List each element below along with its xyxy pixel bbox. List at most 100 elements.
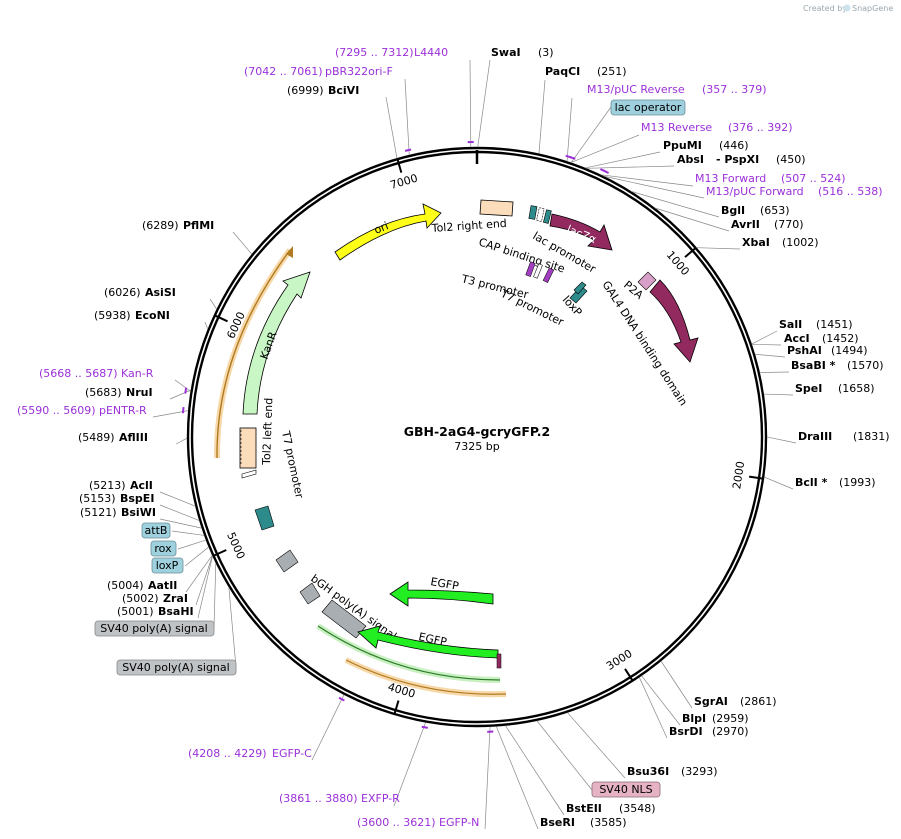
leader-line (209, 298, 217, 310)
enz-spei-loc: (1658) (838, 382, 875, 395)
enz-afliii-loc: (5489) (78, 431, 115, 444)
enz-acci-loc: (1452) (822, 332, 859, 345)
primer-exfp-r-loc: (3861 .. 3880) (279, 792, 358, 805)
leader-line (638, 677, 668, 739)
leader-line (567, 712, 626, 779)
attb-feature (254, 505, 275, 531)
primer-site-mark (338, 696, 345, 702)
leader-line (159, 504, 200, 521)
enz-bcivi-loc: (6999) (287, 84, 324, 97)
tick-2000 (748, 475, 764, 480)
enz-sali-loc: (1451) (816, 318, 853, 331)
primer-m13puc-fwd-name: M13/pUC Forward (706, 185, 804, 198)
enz-bsrdi-loc: (2970) (712, 725, 749, 738)
annotation-labels: (7295 .. 7312) L4440 (7042 .. 7061) pBR3… (17, 46, 890, 829)
leader-line (696, 247, 741, 250)
enz-econi-name: EcoNI (135, 309, 170, 322)
leader-line (195, 555, 213, 606)
leader-line (311, 694, 345, 761)
enz-acci-name: AccI (784, 332, 810, 345)
primer-m13puc-fwd-loc: (516 .. 538) (818, 185, 883, 198)
primer-m13-rev-name: M13 Reverse (641, 121, 712, 134)
enz-acli-loc: (5213) (89, 479, 126, 492)
leader-line (171, 530, 205, 536)
tick-label-5000: 5000 (224, 530, 247, 561)
enz-bgli-name: BglI (721, 204, 745, 217)
enz-bsu36i-loc: (3293) (681, 765, 718, 778)
bgh-orf-line (345, 659, 507, 695)
tol2-right-label: Tol2 right end (430, 217, 507, 235)
leader-line (763, 393, 794, 396)
tick-label-1000: 1000 (664, 248, 692, 278)
enz-bsabi-name: BsaBI * (791, 359, 836, 372)
enz-paqci-name: PaqCI (545, 65, 580, 78)
leader-line (159, 491, 196, 507)
leader-line (228, 586, 237, 668)
enz-blpi-loc: (2959) (712, 712, 749, 725)
enz-pshai-loc: (1494) (831, 344, 868, 357)
leader-line (585, 151, 661, 169)
enz-bsu36i-name: Bsu36I (627, 765, 669, 778)
leader-line (213, 562, 217, 629)
rox-tag (150, 540, 177, 557)
leader-line (751, 330, 778, 345)
enz-pflmi-name: PflMI (183, 219, 214, 232)
plasmid-size: 7325 bp (454, 440, 499, 453)
tol2-left-box (239, 427, 257, 469)
leader-line (764, 476, 794, 490)
backbone-outer (186, 146, 768, 728)
tick-label-2000: 2000 (730, 460, 747, 490)
tick-6000 (214, 314, 228, 323)
tick-label-7000: 7000 (389, 172, 419, 192)
kanr-orf-line (216, 249, 291, 459)
snapgene-logo-icon (843, 4, 851, 12)
primer-site-marks (181, 141, 610, 733)
primer-egfp-c-name: EGFP-C (272, 747, 312, 760)
leader-line (469, 59, 472, 148)
enz-ppumi-name: PpuMI (663, 139, 702, 152)
leader-line (751, 343, 782, 346)
t3-promoter-small (533, 263, 543, 279)
primer-pbr322-loc: (7042 .. 7061) (244, 65, 323, 78)
sv40-polya-text-2: SV40 poly(A) signal (122, 661, 229, 674)
plasmid-name: GBH-2aG4-gcryGFP.2 (404, 424, 551, 439)
enz-bsteii-loc: (3548) (619, 802, 656, 815)
t7-promoter-box (542, 267, 555, 283)
enz-spei-name: SpeI (795, 382, 822, 395)
egfp-arrow-1 (389, 581, 494, 607)
enz-bsabi-loc: (1570) (847, 359, 884, 372)
enz-nrui-loc: (5683) (85, 386, 122, 399)
enz-pflmi-loc: (6289) (142, 219, 179, 232)
primer-site-mark (184, 387, 188, 394)
enz-bsahi-loc: (5001) (117, 605, 154, 618)
tick-7000 (396, 158, 403, 173)
leader-line (766, 436, 797, 444)
enz-afliii-name: AflIII (119, 431, 148, 444)
leader-line (603, 175, 705, 199)
sv40-nls-inner (496, 653, 502, 669)
credit-prefix: Created by (803, 4, 847, 13)
enz-bspei-name: BspEI (120, 492, 154, 505)
lacza-arrow (549, 213, 613, 251)
enz-pshai-name: PshAI (787, 344, 822, 357)
primer-site-mark (181, 407, 185, 414)
enz-asisi-name: AsiSI (145, 286, 176, 299)
enz-zrai-name: ZraI (163, 592, 188, 605)
leader-line (495, 726, 539, 830)
tol2-left-small (241, 469, 257, 479)
egfp-orf-line (317, 625, 501, 681)
enz-bsteii-name: BstEII (566, 802, 602, 815)
tol2-left-label: Tol2 left end (260, 398, 275, 467)
leader-line (586, 165, 675, 169)
leader-line (654, 207, 730, 232)
primer-pbr322-name: pBR322ori-F (325, 65, 393, 78)
sv40-nls-tag (591, 781, 661, 798)
enz-pspxi-name: - PspXI (716, 153, 759, 166)
primer-exfp-r-name: EXFP-R (361, 792, 400, 805)
leader-line (197, 555, 213, 619)
leader-line (630, 190, 720, 218)
primer-m13-rev-loc: (376 .. 392) (728, 121, 793, 134)
attb-text: attB (145, 524, 168, 537)
enz-draiii-name: DraIII (798, 430, 832, 443)
enz-avrii-loc: (770) (774, 218, 804, 231)
